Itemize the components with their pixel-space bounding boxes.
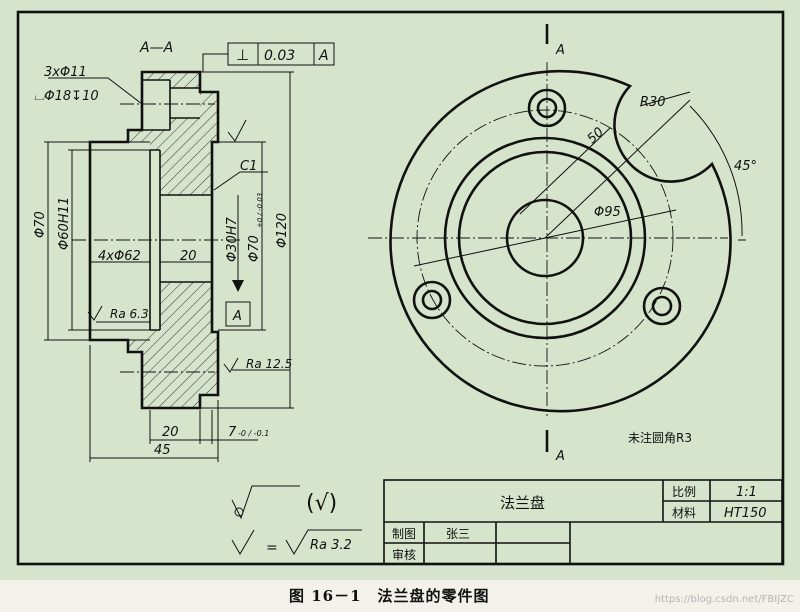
small-bore-2: Φ70 — [247, 235, 262, 262]
roughness-face: Ra 12.5 — [246, 357, 292, 371]
outer-dia: Φ70 — [33, 211, 48, 238]
fillet-note: 未注圆角R3 — [628, 430, 692, 445]
front-view — [368, 24, 746, 452]
pcd-label: Φ95 — [594, 205, 621, 220]
watermark: https://blog.csdn.net/FBIJZC — [654, 594, 794, 605]
recess-note: 4xΦ62 — [98, 249, 141, 264]
figure-caption-bar: 图 16－1 法兰盘的零件图 https://blog.csdn.net/FBI… — [0, 580, 800, 612]
roughness-equals: = — [266, 540, 278, 556]
part-name: 法兰盘 — [500, 494, 545, 512]
hole-note-count: 3xΦ11 — [44, 65, 87, 80]
flange-outline — [389, 69, 732, 413]
len-20: 20 — [162, 425, 179, 440]
small-bore: Φ30H7 — [225, 216, 240, 262]
roughness-legend — [231, 485, 362, 555]
small-bore-2-tol: +0 / -0.03 — [256, 193, 264, 228]
section-view — [44, 70, 294, 462]
datum-label: A — [232, 309, 242, 324]
material-value: HT150 — [724, 506, 767, 521]
cut-label-top: A — [555, 43, 565, 58]
cut-label-bottom: A — [555, 449, 565, 464]
bolt-hole-left — [412, 280, 452, 320]
chamfer-label: C1 — [240, 159, 257, 174]
radius-cutout: R30 — [640, 95, 666, 110]
hatch-lower — [128, 282, 218, 408]
bolt-hole-right — [642, 286, 682, 326]
len-7: 7 — [228, 425, 237, 440]
section-label: A—A — [139, 40, 173, 56]
scale-label: 比例 — [672, 485, 696, 499]
scale-value: 1:1 — [736, 485, 757, 500]
checked-label: 审核 — [392, 547, 416, 562]
tolerance-frame — [202, 42, 335, 72]
len-7-tol: -0 / -0.1 — [238, 429, 269, 438]
bore-dia: Φ60H11 — [57, 197, 72, 250]
angle-label: 45° — [734, 159, 757, 174]
hole-note-cbore: ⌴Φ18↧10 — [34, 89, 99, 104]
roughness-inner: Ra 6.3 — [110, 307, 149, 321]
figure-caption: 图 16－1 法兰盘的零件图 — [289, 587, 490, 605]
roughness-ra: Ra 3.2 — [310, 538, 352, 553]
radius-50: 50 — [585, 125, 607, 147]
title-block — [383, 479, 783, 565]
tolerance-value: 0.03 — [264, 48, 295, 64]
material-label: 材料 — [672, 506, 696, 520]
drawn-value: 张三 — [446, 527, 470, 541]
roughness-other: (√) — [306, 491, 337, 516]
recess-depth: 20 — [180, 249, 197, 264]
flange-dia: Φ120 — [275, 213, 290, 248]
drawn-label: 制图 — [392, 527, 416, 541]
tolerance-symbol: ⊥ — [236, 46, 249, 64]
tolerance-datum: A — [318, 48, 329, 64]
len-45: 45 — [154, 443, 171, 458]
